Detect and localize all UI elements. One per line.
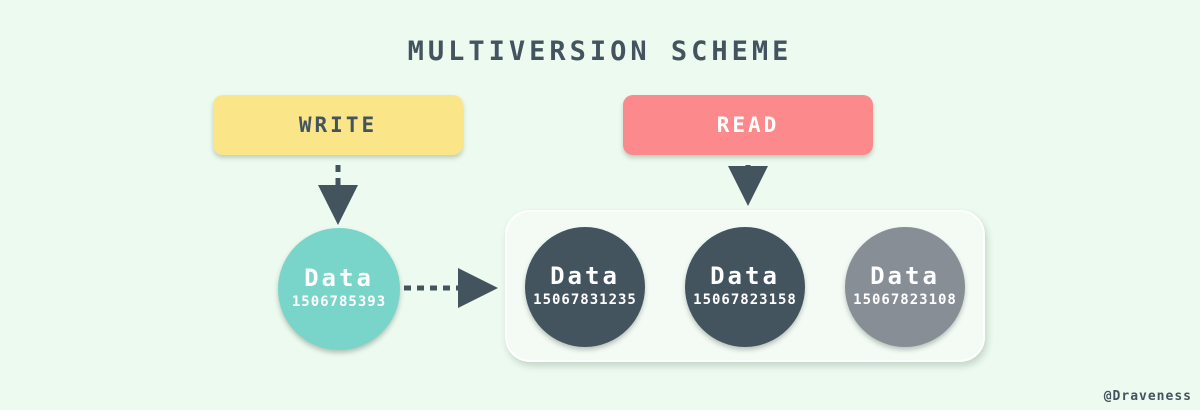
- write-node-label: WRITE: [298, 113, 378, 137]
- version-node: Data 15067831235: [525, 227, 645, 347]
- write-version-number: 1506785393: [291, 294, 387, 310]
- write-node: WRITE: [213, 95, 463, 155]
- version-node-number: 15067823108: [853, 292, 957, 308]
- watermark: @Draveness: [1103, 389, 1192, 404]
- write-version-label: Data: [304, 264, 374, 293]
- read-node: READ: [623, 95, 873, 155]
- diagram-title: MULTIVERSION SCHEME: [407, 36, 793, 67]
- write-version-node: Data 1506785393: [278, 228, 400, 350]
- read-node-label: READ: [716, 113, 780, 137]
- version-node-number: 15067823158: [693, 292, 797, 308]
- version-node-label: Data: [870, 262, 940, 291]
- version-node: Data 15067823158: [685, 227, 805, 347]
- version-node-label: Data: [710, 262, 780, 291]
- version-node-number: 15067831235: [533, 292, 637, 308]
- version-store-container: Data 15067831235 Data 15067823158 Data 1…: [505, 210, 985, 362]
- version-node: Data 15067823108: [845, 227, 965, 347]
- version-node-label: Data: [550, 262, 620, 291]
